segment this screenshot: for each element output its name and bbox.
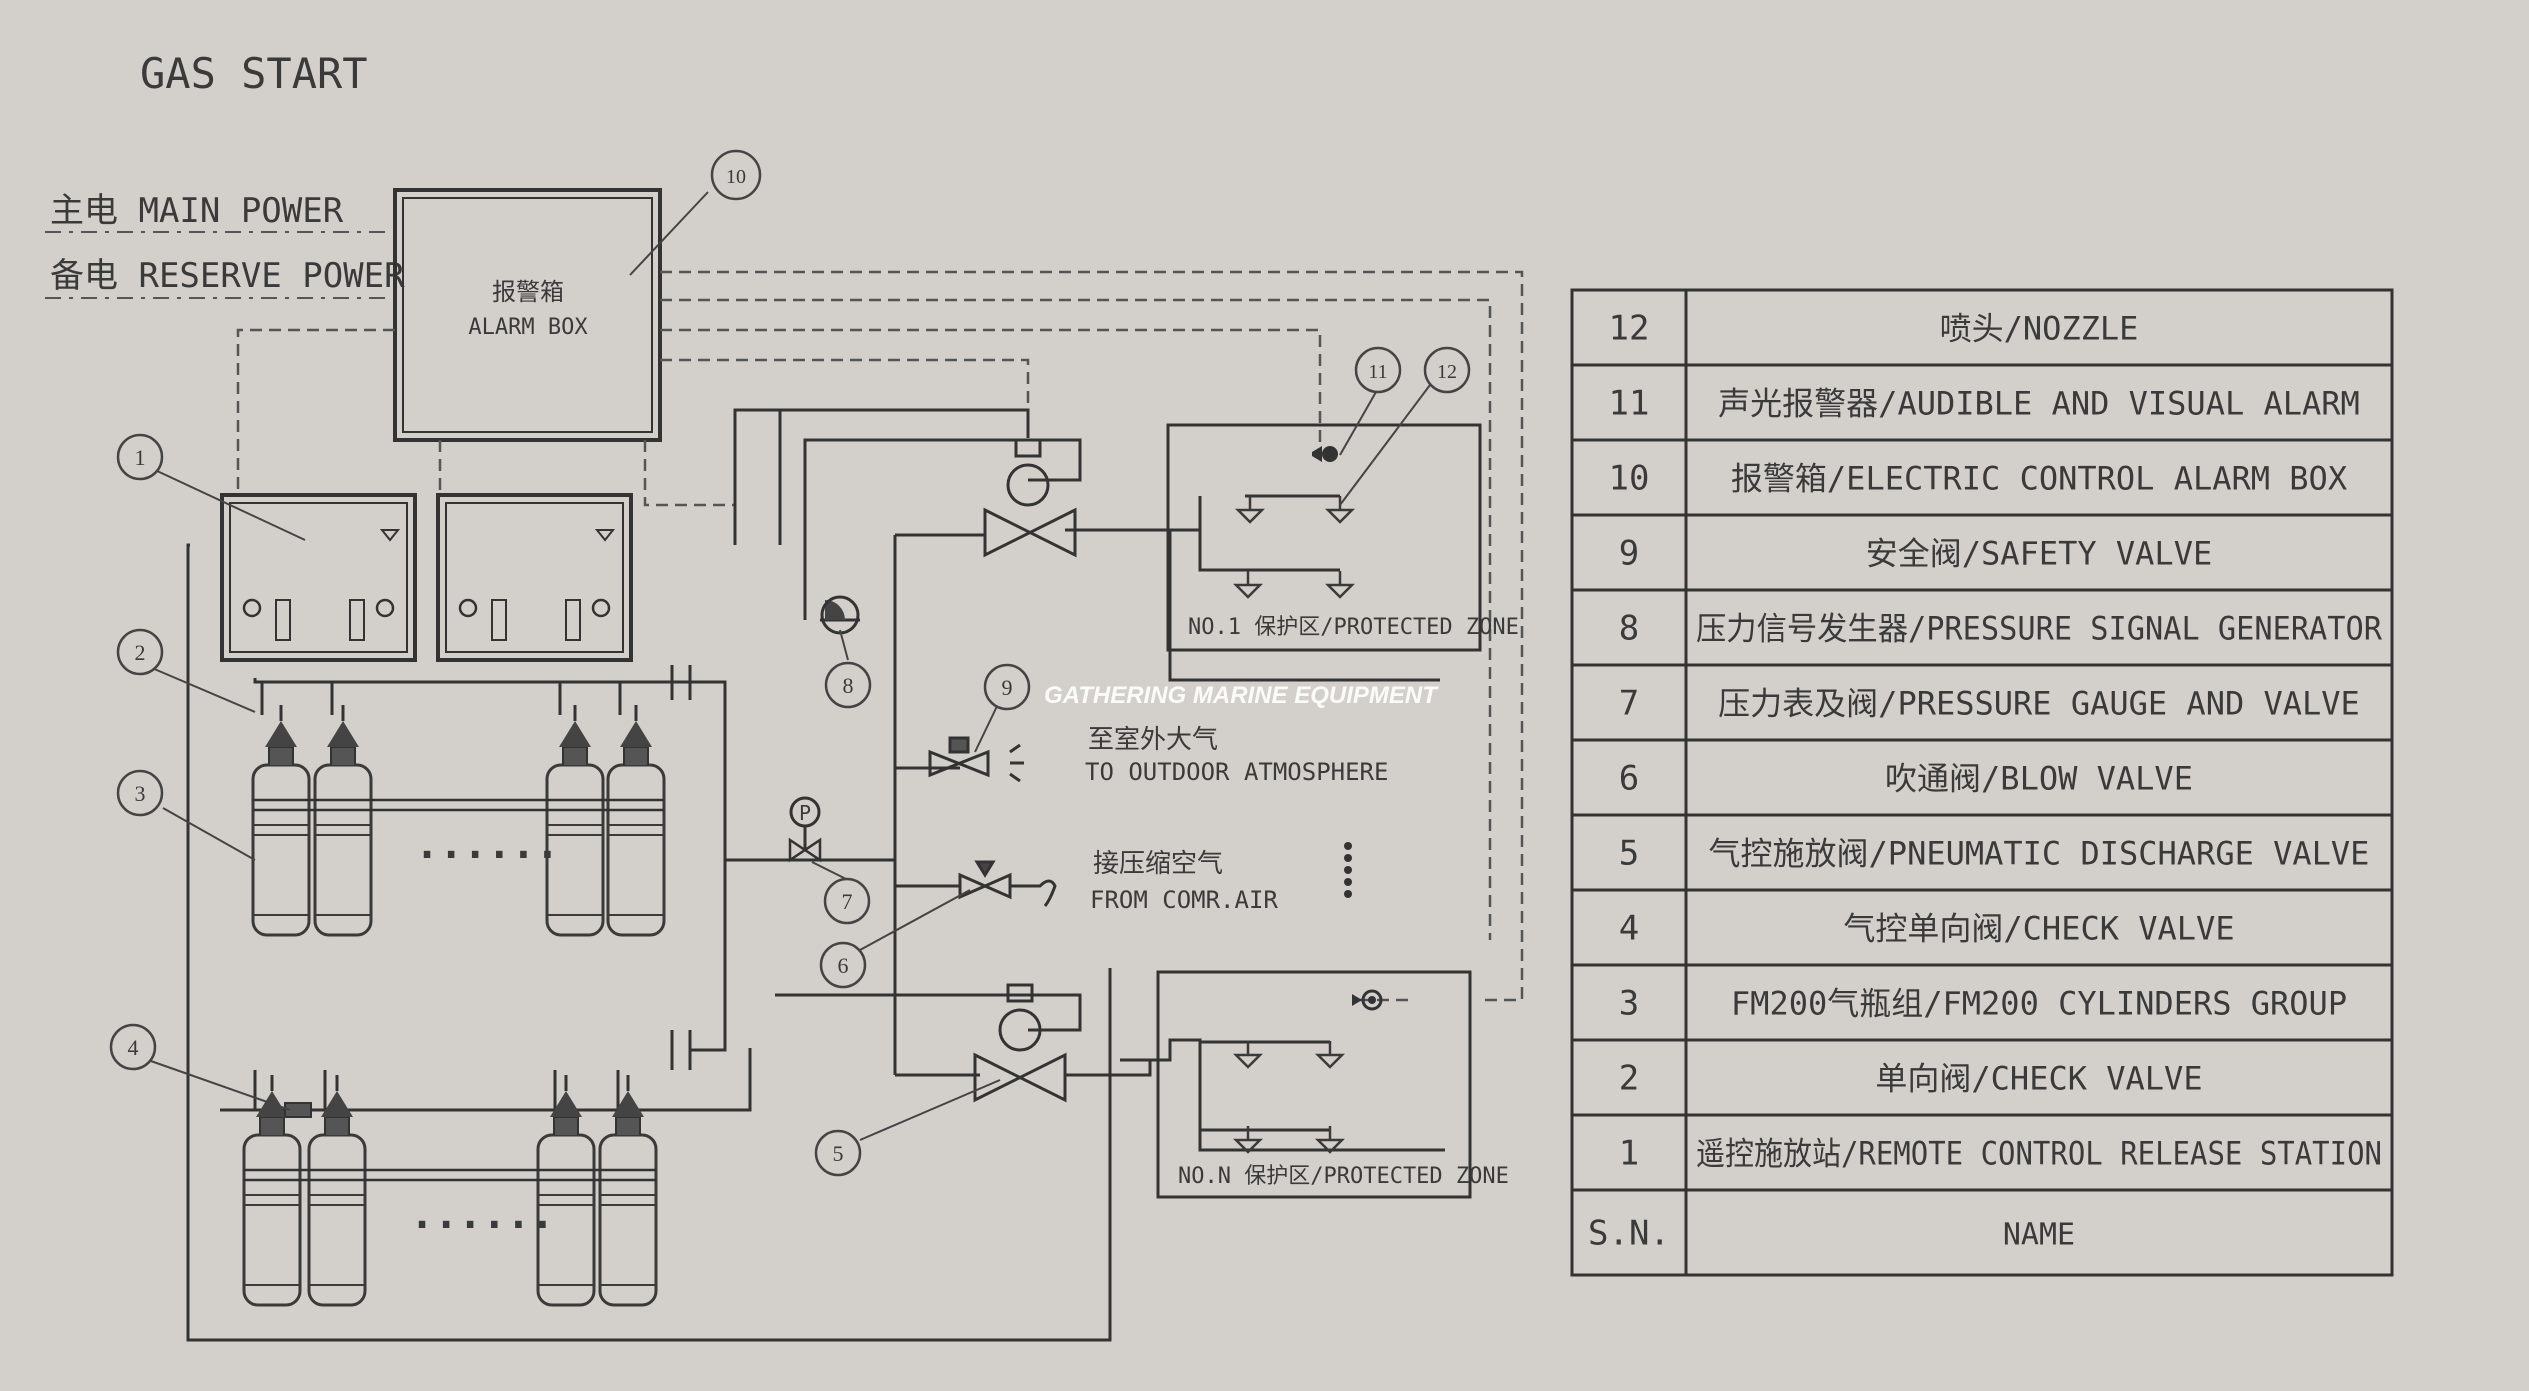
protected-zone-1: NO.1 保护区/PROTECTED ZONE xyxy=(1166,423,1519,652)
legend-name-4: 气控单向阀/CHECK VALVE xyxy=(1843,910,2234,948)
check-valve-4 xyxy=(284,1102,312,1118)
zone-1-label: NO.1 保护区/PROTECTED ZONE xyxy=(1188,615,1519,640)
legend-name-11: 声光报警器/AUDIBLE AND VISUAL ALARM xyxy=(1718,385,2360,423)
pressure-gauge-letter: P xyxy=(799,801,811,825)
callout-11-number: 11 xyxy=(1368,361,1387,383)
callouts: 1 2 3 4 5 6 7 8 9 10 11 12 xyxy=(109,149,1471,1177)
legend-header-sn: S.N. xyxy=(1588,1214,1670,1254)
callout-5: 5 xyxy=(814,1129,862,1177)
callout-3-number: 3 xyxy=(135,781,146,806)
callout-10-number: 10 xyxy=(726,166,746,188)
callout-9-number: 9 xyxy=(1002,675,1013,700)
main-power-label: 主电 MAIN POWER xyxy=(50,191,344,231)
callout-8-number: 8 xyxy=(843,673,854,698)
legend-name-1: 遥控施放站/REMOTE CONTROL RELEASE STATION xyxy=(1696,1135,2382,1173)
cylinders-dots-bottom: ...... xyxy=(410,1192,555,1238)
legend-name-12: 喷头/NOZZLE xyxy=(1940,310,2139,348)
outdoor-label-cn: 至室外大气 xyxy=(1088,725,1218,755)
legend-sn-12: 12 xyxy=(1609,309,1650,349)
outdoor-label-en: TO OUTDOOR ATMOSPHERE xyxy=(1085,758,1388,786)
callout-6: 6 xyxy=(819,941,867,989)
legend-sn-1: 1 xyxy=(1619,1134,1639,1174)
callout-6-number: 6 xyxy=(838,953,849,978)
callout-4-number: 4 xyxy=(128,1035,139,1060)
callout-8: 8 xyxy=(824,661,872,709)
callout-11: 11 xyxy=(1354,346,1402,394)
callout-1-number: 1 xyxy=(135,445,146,470)
zone-piping xyxy=(1170,494,1340,1132)
legend-sn-4: 4 xyxy=(1619,909,1639,949)
signal-lines xyxy=(236,270,1524,1002)
remote-release-station-1 xyxy=(220,493,417,662)
callout-leaders xyxy=(147,191,1431,1141)
callout-2-number: 2 xyxy=(135,640,146,665)
discharge-valve-bottom xyxy=(973,983,1067,1103)
comp-air-label-cn: 接压缩空气 xyxy=(1093,849,1223,879)
legend-sn-6: 6 xyxy=(1619,759,1639,799)
comp-air-label-en: FROM COMR.AIR xyxy=(1090,886,1278,914)
callout-9: 9 xyxy=(983,663,1031,711)
alarm-box-label-cn: 报警箱 xyxy=(492,278,564,306)
callout-5-number: 5 xyxy=(833,1141,844,1166)
legend-header-name: NAME xyxy=(2003,1218,2075,1253)
watermark: GATHERING MARINE EQUIPMENT xyxy=(1044,682,1439,709)
legend-name-2: 单向阀/CHECK VALVE xyxy=(1875,1060,2202,1098)
cylinders-dots-top: ...... xyxy=(415,822,560,868)
callout-3: 3 xyxy=(116,769,164,817)
callout-4: 4 xyxy=(109,1023,157,1071)
alarm-box: 报警箱 ALARM BOX xyxy=(393,188,662,442)
safety-valve xyxy=(928,736,1024,783)
callout-7: 7 xyxy=(823,877,871,925)
blow-valve xyxy=(958,860,1057,907)
legend-sn-8: 8 xyxy=(1619,609,1639,649)
pilot-piping xyxy=(186,408,1445,1342)
callout-12-number: 12 xyxy=(1437,361,1457,383)
zones-ellipsis xyxy=(1344,842,1352,898)
legend-sn-5: 5 xyxy=(1619,834,1639,874)
legend-sn-2: 2 xyxy=(1619,1059,1639,1099)
legend-sn-10: 10 xyxy=(1609,459,1650,499)
callout-2: 2 xyxy=(116,628,164,676)
protected-zone-n: NO.N 保护区/PROTECTED ZONE xyxy=(1156,970,1509,1199)
legend-sn-7: 7 xyxy=(1619,684,1639,724)
alarm-box-label-en: ALARM BOX xyxy=(468,315,588,340)
discharge-valve-top xyxy=(983,438,1077,558)
legend-name-9: 安全阀/SAFETY VALVE xyxy=(1866,535,2212,573)
callout-1: 1 xyxy=(116,433,164,481)
legend-name-5: 气控施放阀/PNEUMATIC DISCHARGE VALVE xyxy=(1709,835,2370,873)
pressure-gauge: P xyxy=(788,796,822,863)
diagram-title: GAS START xyxy=(140,49,368,98)
callout-7-number: 7 xyxy=(842,889,853,914)
pressure-signal-generator xyxy=(820,595,860,635)
legend-name-7: 压力表及阀/PRESSURE GAUGE AND VALVE xyxy=(1718,685,2360,723)
legend-name-8: 压力信号发生器/PRESSURE SIGNAL GENERATOR xyxy=(1696,610,2383,648)
legend-sn-3: 3 xyxy=(1619,984,1639,1024)
cylinders-group-top: ...... xyxy=(251,703,666,937)
callout-10: 10 xyxy=(710,149,762,201)
legend-sn-11: 11 xyxy=(1609,384,1650,424)
legend-name-3: FM200气瓶组/FM200 CYLINDERS GROUP xyxy=(1731,985,2347,1023)
callout-12: 12 xyxy=(1423,346,1471,394)
legend-name-6: 吹通阀/BLOW VALVE xyxy=(1885,760,2193,798)
remote-release-station-2 xyxy=(436,493,633,662)
legend-name-10: 报警箱/ELECTRIC CONTROL ALARM BOX xyxy=(1731,460,2347,498)
reserve-power-label: 备电 RESERVE POWER xyxy=(50,256,405,296)
zone-n-label: NO.N 保护区/PROTECTED ZONE xyxy=(1178,1164,1509,1189)
legend-sn-9: 9 xyxy=(1619,534,1639,574)
cylinders-group-bottom: ...... xyxy=(242,1073,658,1307)
